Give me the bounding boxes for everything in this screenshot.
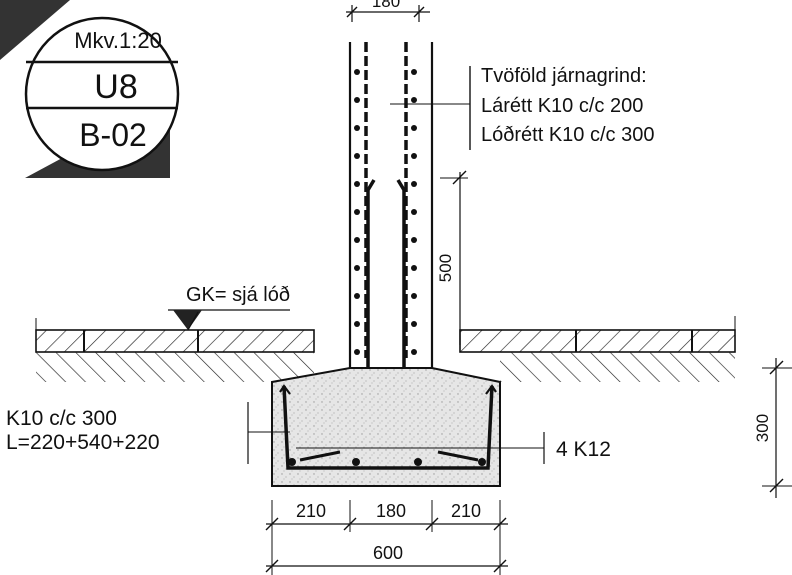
concrete-footing [271, 367, 501, 487]
ground-level-label: GK= sjá lóð [186, 284, 290, 306]
title-corner-fill-top [0, 0, 70, 60]
sheet-number: B-02 [79, 117, 147, 153]
scale-label: Mkv.1:20 [74, 28, 162, 53]
footing-height-value: 300 [753, 414, 772, 442]
footing-rebar [282, 385, 494, 470]
ground-right [459, 316, 736, 382]
dimension-total: 600 [373, 543, 403, 563]
longitudinal-bars-label: 4 K12 [556, 438, 611, 461]
wall-reinforcement-vertical: Lóðrétt K10 c/c 300 [481, 124, 654, 146]
bottom-dimensions: 210 180 210 600 [265, 500, 508, 575]
dimension-middle: 180 [376, 501, 406, 521]
wall-thickness-dimension: 180 [346, 0, 430, 22]
wall-reinforcement-callout: Tvöföld járnagrind: Lárétt K10 c/c 200 L… [390, 65, 654, 150]
footing-bar-callout: K10 c/c 300 L=220+540+220 [6, 402, 290, 464]
dimension-left: 210 [296, 501, 326, 521]
title-circle [24, 16, 180, 172]
ground-level-marker: GK= sjá lóð [168, 284, 290, 331]
wall-horizontal-bar-dots [354, 69, 417, 355]
wall-reinforcement-heading: Tvöföld járnagrind: [481, 65, 647, 87]
footing-bar-spec: K10 c/c 300 [6, 407, 117, 430]
wall-thickness-value: 180 [372, 0, 400, 11]
ground-left [35, 318, 315, 382]
embed-length-value: 500 [436, 254, 455, 282]
footing-bar-length: L=220+540+220 [6, 431, 160, 454]
wall-reinforcement-horizontal: Lárétt K10 c/c 200 [481, 95, 643, 117]
title-block: Mkv.1:20 U8 B-02 [0, 0, 180, 178]
embed-length-dimension: 500 [436, 170, 468, 345]
footing-height-dimension: 300 [753, 358, 792, 498]
ground-level-triangle [173, 310, 202, 330]
longitudinal-bar-dots [288, 458, 486, 466]
dimension-right: 210 [451, 501, 481, 521]
detail-number: U8 [94, 68, 137, 106]
longitudinal-bars-callout: 4 K12 [296, 432, 611, 464]
